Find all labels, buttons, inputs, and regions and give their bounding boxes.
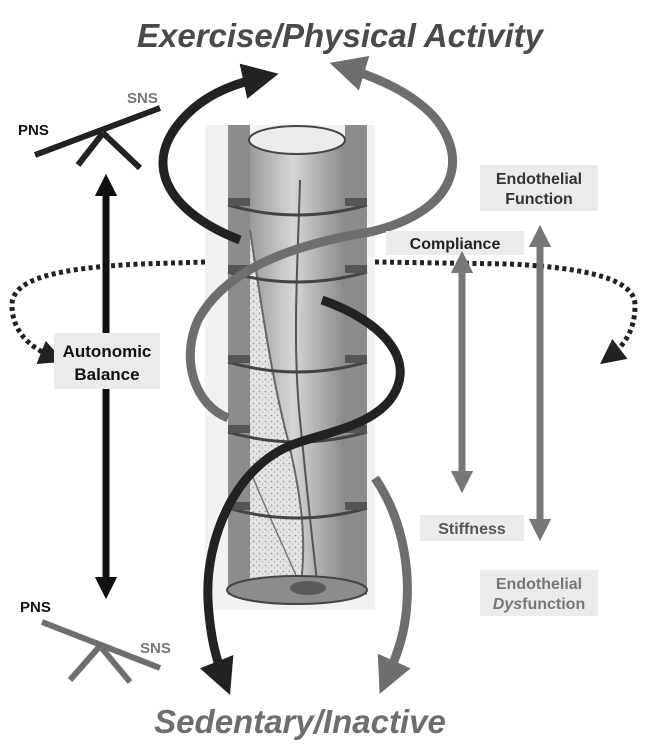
endothelial-dysfunction-label: Endothelial Dysfunction [480,570,598,616]
endothelial-function-label: Endothelial Function [480,165,598,211]
svg-text:Compliance: Compliance [410,236,501,253]
blood-vessel-illustration [205,125,375,610]
svg-text:Dysfunction: Dysfunction [493,596,585,613]
svg-text:Endothelial: Endothelial [496,171,582,188]
dotted-arrow-right [375,262,635,358]
seesaw-top-icon [35,108,160,168]
stiffness-label: Stiffness [420,515,524,541]
title-sedentary: Sedentary/Inactive [154,703,446,740]
title-exercise: Exercise/Physical Activity [137,17,545,54]
spiral-arrow-gray-bottom [375,478,407,684]
sns-top-label: SNS [127,90,158,107]
svg-text:Autonomic: Autonomic [63,342,152,361]
svg-text:Endothelial: Endothelial [496,576,582,593]
pns-bottom-label: PNS [20,599,51,616]
svg-text:Stiffness: Stiffness [438,521,506,538]
pns-top-label: PNS [18,122,49,139]
autonomic-balance-label: Autonomic Balance [54,333,160,389]
sns-bottom-label: SNS [140,640,171,657]
compliance-label: Compliance [386,231,524,255]
svg-text:Balance: Balance [74,365,139,384]
svg-text:Function: Function [505,191,573,208]
